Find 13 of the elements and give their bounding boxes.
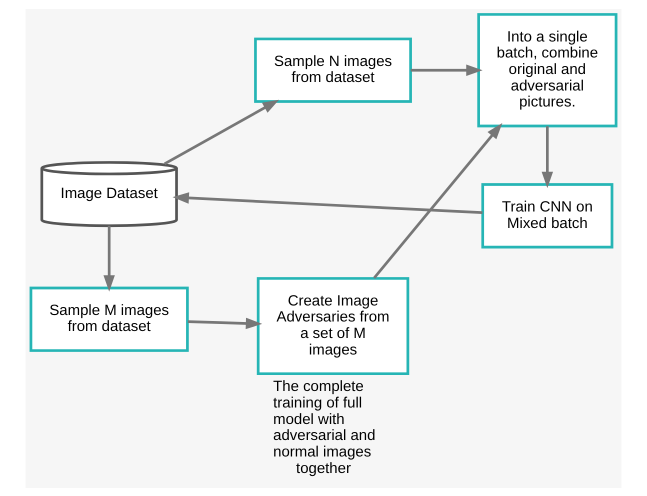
caption: The complete training of full model with adversarial and normal images together [273, 378, 376, 476]
arrow [188, 317, 262, 329]
node-box: Into a single batch, combine original and adversarial pictures. [477, 12, 618, 127]
arrow [164, 99, 280, 164]
arrow [172, 192, 482, 214]
arrow [103, 225, 115, 292]
node-box: Sample M images from dataset [30, 286, 189, 352]
node-box: Sample N images from dataset [254, 37, 412, 102]
node-box: Create Image Adversaries from a set of M images [256, 276, 410, 375]
arrow [373, 122, 502, 278]
arrow [542, 126, 554, 188]
arrow [410, 64, 483, 76]
node-box: Train CNN on Mixed batch [481, 182, 614, 248]
